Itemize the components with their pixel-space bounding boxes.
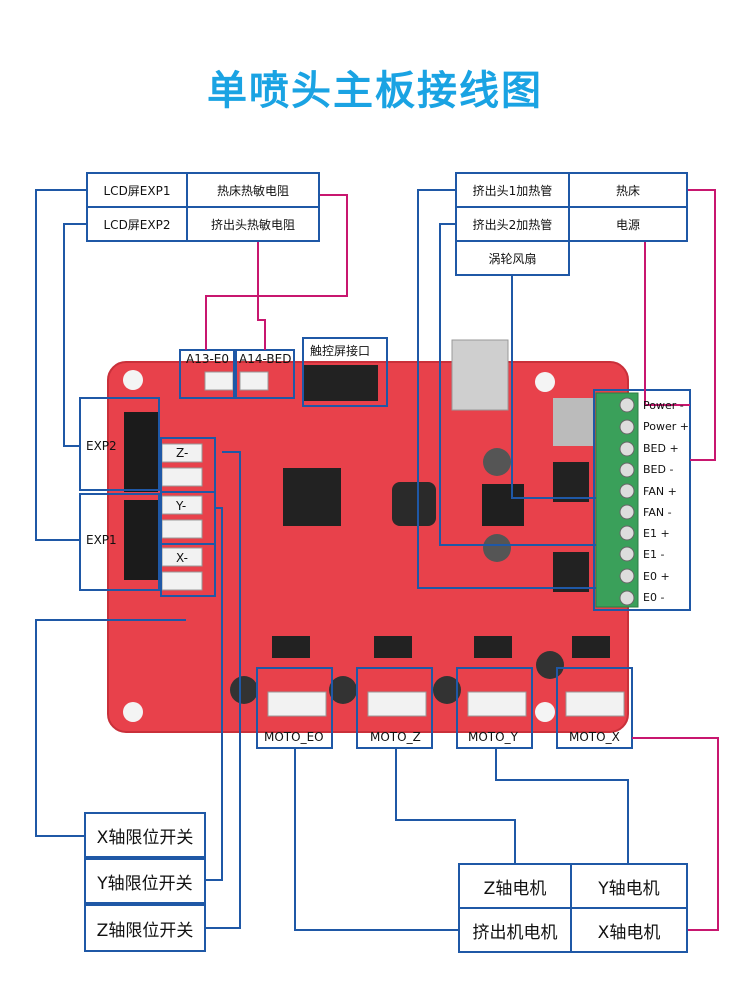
touch-connector bbox=[304, 365, 378, 401]
terminal-e0-neg: E0 - bbox=[643, 591, 665, 604]
extruder2-heater-label: 挤出头2加热管 bbox=[455, 206, 570, 242]
touch-port-label: 触控屏接口 bbox=[310, 344, 371, 358]
moto-e0-label: MOTO_EO bbox=[264, 730, 324, 744]
inductor bbox=[392, 482, 436, 526]
capacitor bbox=[483, 448, 511, 476]
extruder-motor-label: 挤出机电机 bbox=[458, 907, 572, 953]
z-endstop-label: Z- bbox=[176, 446, 189, 460]
mount-hole bbox=[535, 702, 555, 722]
terminal-e0-pos: E0 + bbox=[643, 570, 670, 583]
extruder-thermistor-label: 挤出头热敏电阻 bbox=[186, 206, 320, 242]
terminal-e1-neg: E1 - bbox=[643, 548, 665, 561]
z-limit-switch-label: Z轴限位开关 bbox=[84, 904, 206, 952]
z-motor-label: Z轴电机 bbox=[458, 863, 572, 909]
capacitor bbox=[433, 676, 461, 704]
extruder1-heater-label: 挤出头1加热管 bbox=[455, 172, 570, 208]
terminal-power-pos: Power + bbox=[643, 420, 689, 433]
capacitor bbox=[230, 676, 258, 704]
exp2-header bbox=[124, 412, 158, 492]
power-supply-label: 电源 bbox=[568, 206, 688, 242]
terminal-e1-pos: E1 + bbox=[643, 527, 670, 540]
y-motor-label: Y轴电机 bbox=[570, 863, 688, 909]
heatsink bbox=[553, 398, 593, 446]
y-endstop-label: Y- bbox=[176, 499, 187, 513]
terminal-fan-pos: FAN + bbox=[643, 485, 677, 498]
terminal-bed-neg: BED - bbox=[643, 463, 674, 476]
x-limit-switch-label: X轴限位开关 bbox=[84, 812, 206, 858]
mount-hole bbox=[123, 702, 143, 722]
driver-chip bbox=[474, 636, 512, 658]
exp1-header bbox=[124, 500, 158, 580]
mount-hole bbox=[535, 372, 555, 392]
mosfet bbox=[553, 462, 589, 502]
page-title: 单喷头主板接线图 bbox=[207, 68, 543, 114]
terminal-power-neg: Power - bbox=[643, 399, 684, 412]
exp1-label: EXP1 bbox=[86, 533, 117, 547]
a14-bed-label: A14-BED bbox=[239, 352, 292, 366]
terminal-bed-pos: BED + bbox=[643, 442, 679, 455]
moto-z-label: MOTO_Z bbox=[370, 730, 421, 744]
driver-chip bbox=[374, 636, 412, 658]
a13-e0-label: A13-E0 bbox=[186, 352, 230, 366]
capacitor bbox=[329, 676, 357, 704]
exp2-label: EXP2 bbox=[86, 439, 117, 453]
y-limit-switch-label: Y轴限位开关 bbox=[84, 858, 206, 904]
turbo-fan-label: 涡轮风扇 bbox=[455, 240, 570, 276]
lcd-exp2-label: LCD屏EXP2 bbox=[86, 206, 188, 242]
moto-x-label: MOTO_X bbox=[569, 730, 620, 744]
capacitor bbox=[483, 534, 511, 562]
capacitor bbox=[536, 651, 564, 679]
mount-hole bbox=[123, 370, 143, 390]
bed-thermistor-label: 热床热敏电阻 bbox=[186, 172, 320, 208]
usb-port bbox=[451, 339, 509, 411]
mosfet bbox=[482, 484, 524, 526]
x-endstop-label: X- bbox=[176, 551, 188, 565]
mcu-chip bbox=[283, 468, 341, 526]
moto-y-label: MOTO_Y bbox=[468, 730, 518, 744]
lcd-exp1-label: LCD屏EXP1 bbox=[86, 172, 188, 208]
driver-chip bbox=[272, 636, 310, 658]
mosfet bbox=[553, 552, 589, 592]
heated-bed-label: 热床 bbox=[568, 172, 688, 208]
x-motor-label: X轴电机 bbox=[570, 907, 688, 953]
driver-chip bbox=[572, 636, 610, 658]
terminal-fan-neg: FAN - bbox=[643, 506, 672, 519]
